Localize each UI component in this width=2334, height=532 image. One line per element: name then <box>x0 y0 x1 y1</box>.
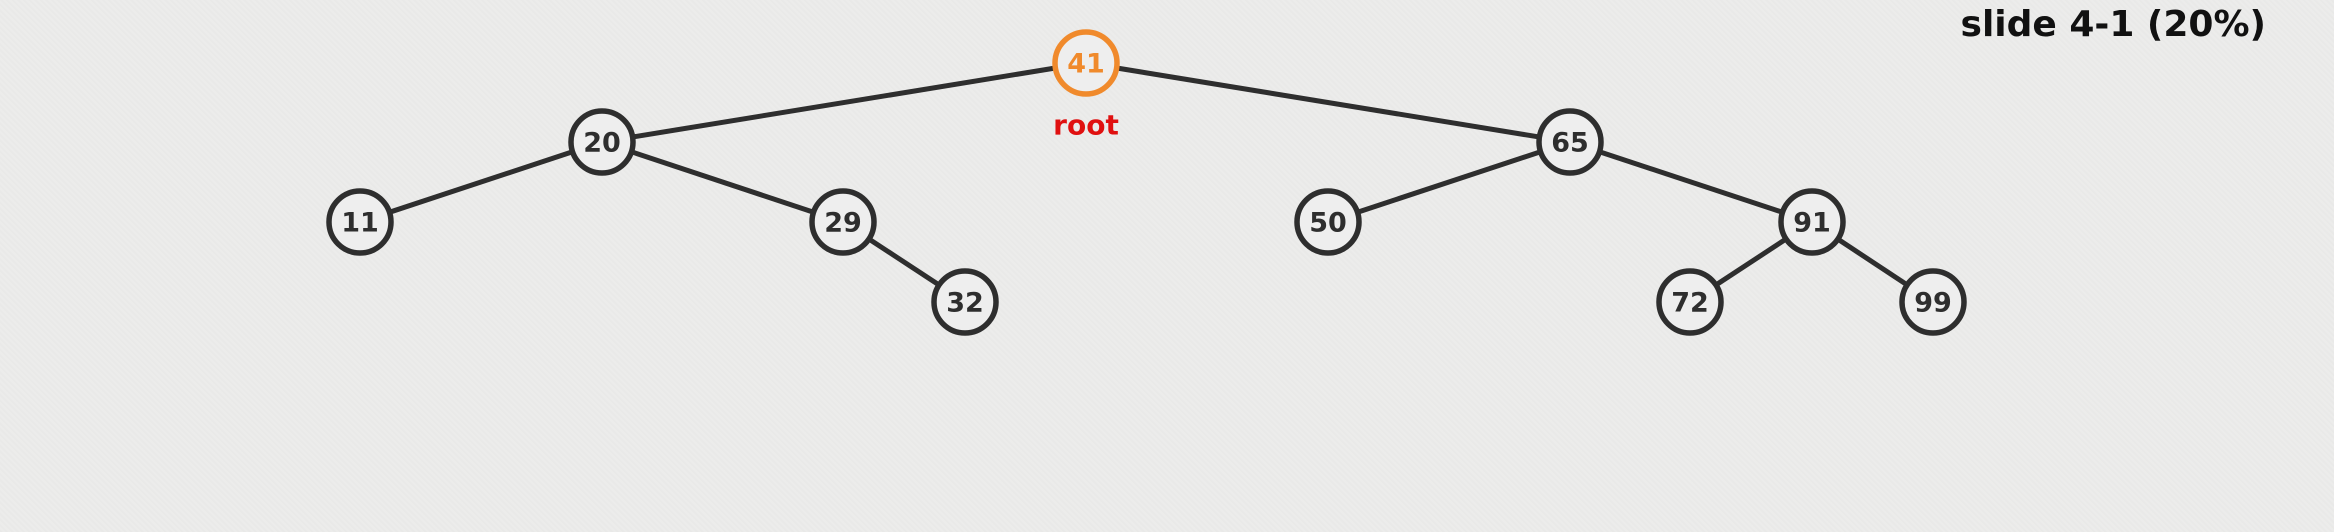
node-circle <box>809 188 877 256</box>
tree-node-20[interactable]: 20 <box>568 108 636 176</box>
node-circle <box>1778 188 1846 256</box>
tree-node-41[interactable]: 41 <box>1052 29 1120 97</box>
node-value: 32 <box>946 288 984 319</box>
node-value: 91 <box>1793 208 1831 239</box>
tree-node-65[interactable]: 65 <box>1536 108 1604 176</box>
node-value: 11 <box>341 208 379 239</box>
root-label: root <box>1053 109 1119 142</box>
edge-layer <box>359 60 1935 305</box>
node-value: 20 <box>583 128 621 159</box>
tree-node-32[interactable]: 32 <box>931 268 999 336</box>
tree-node-91[interactable]: 91 <box>1778 188 1846 256</box>
node-value: 41 <box>1067 49 1105 80</box>
tree-node-99[interactable]: 99 <box>1899 268 1967 336</box>
node-circle <box>1899 268 1967 336</box>
tree-node-11[interactable]: 11 <box>326 188 394 256</box>
edge-41-20 <box>601 60 1087 145</box>
edge-65-91 <box>1569 139 1813 225</box>
node-circle <box>1536 108 1604 176</box>
node-circle <box>1656 268 1724 336</box>
node-value: 29 <box>824 208 862 239</box>
tree-node-50[interactable]: 50 <box>1294 188 1362 256</box>
node-value: 50 <box>1309 208 1347 239</box>
slide-label: slide 4-1 (20%) <box>1960 4 2266 45</box>
node-circle <box>326 188 394 256</box>
edge-20-29 <box>601 139 844 225</box>
tree-node-72[interactable]: 72 <box>1656 268 1724 336</box>
tree-node-29[interactable]: 29 <box>809 188 877 256</box>
node-value: 99 <box>1914 288 1952 319</box>
node-circle <box>1294 188 1362 256</box>
edge-20-11 <box>359 139 603 225</box>
node-value: 65 <box>1551 128 1589 159</box>
edge-65-50 <box>1327 139 1571 225</box>
node-layer: 41 20 65 11 29 32 50 91 72 99 root <box>326 29 1967 336</box>
node-circle <box>1052 29 1120 97</box>
edge-41-65 <box>1085 60 1571 145</box>
node-circle <box>931 268 999 336</box>
node-value: 72 <box>1671 288 1709 319</box>
node-circle <box>568 108 636 176</box>
